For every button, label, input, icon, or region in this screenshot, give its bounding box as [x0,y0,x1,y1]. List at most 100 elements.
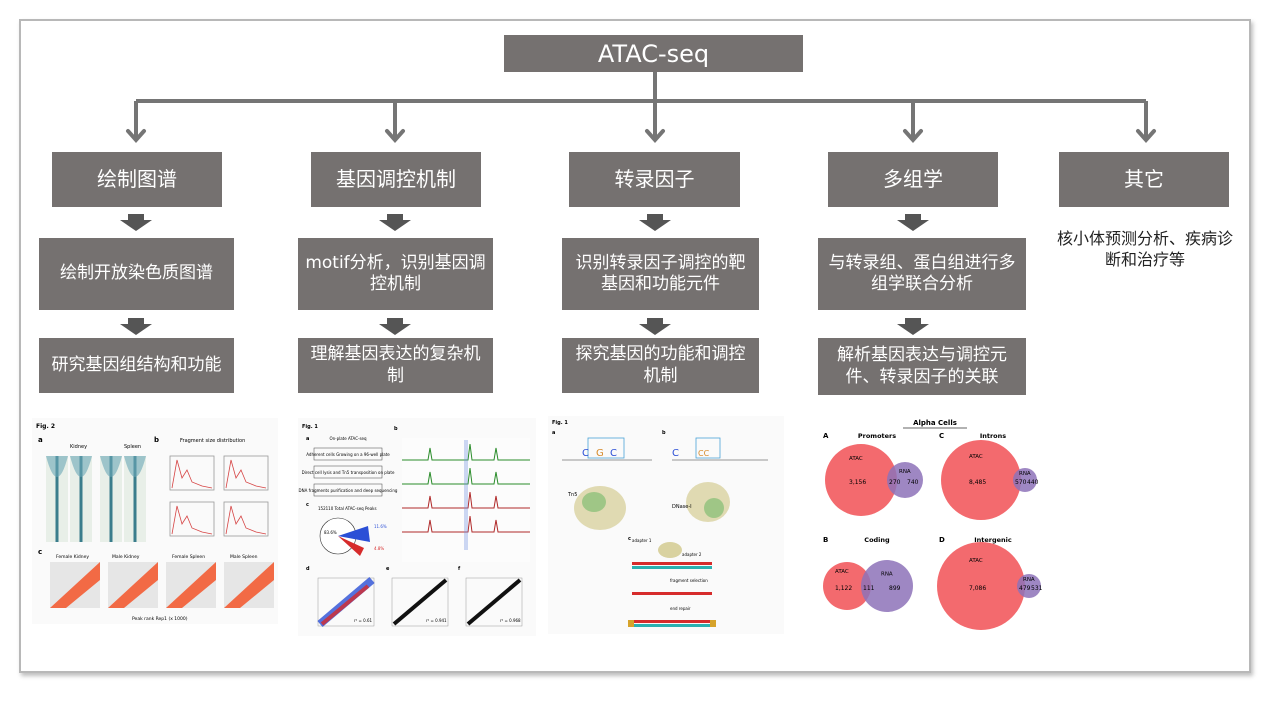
venn-atac-circle [823,562,871,610]
panel-letter: d [306,566,310,572]
svg-text:C: C [582,448,589,459]
scatter-title: Male Kidney [112,554,140,560]
panel-letter: C [939,432,944,440]
figure-label: Fig. 2 [36,423,55,430]
workflow-step: Adherent cells Growing on a 96-well plat… [306,452,390,457]
venn-atac-count: 8,485 [969,479,986,486]
step-text: 解析基因表达与调控元件、转录因子的关联 [837,345,1007,387]
venn-rna-label: RNA [1019,471,1031,477]
venn-shared-count: 270 [889,479,901,486]
protein-structures [574,482,730,530]
scatter-title: Male Spleen [230,554,258,560]
pie-label: 83.6% [324,530,337,535]
step-box: 识别转录因子调控的靶基因和功能元件 [562,238,759,310]
step-box: 绘制开放染色质图谱 [39,238,234,310]
root-title: ATAC-seq [597,39,710,68]
category-label: 绘制图谱 [97,167,177,191]
diagram-label: end repair [670,606,691,611]
workflow-step: On-plate ATAC-seq [329,436,367,441]
figure-thumb-3: Fig. 1 a b C G C C CC Tn5 DNase-I c [548,416,784,634]
venn-atac-circle [825,444,897,516]
root-title-box: ATAC-seq [504,35,803,72]
category-label: 转录因子 [614,167,695,191]
venn-atac-label: ATAC [969,454,983,460]
workflow-step: Direct cell lysis and Tn5 transposition … [302,470,395,475]
panel-letter: f [458,566,461,572]
venn-rna-circle [1017,574,1041,598]
venn-atac-label: ATAC [835,569,849,575]
venn-rna-label: RNA [1023,577,1035,583]
structure-label: Tn5 [567,492,577,498]
category-box-multiomics: 多组学 [828,152,998,207]
venn-rna-count: 740 [907,479,919,486]
panel-letter: b [662,430,666,436]
panel-letter: e [386,566,390,572]
heatmap-columns [46,456,146,542]
venn-rna-circle [887,462,923,498]
panel-letter: b [394,426,398,432]
category-box-mapping: 绘制图谱 [52,152,222,207]
venn-atac-count: 3,156 [849,479,866,486]
venn-atac-count: 1,122 [835,585,852,592]
venn-atac-label: ATAC [969,558,983,564]
panel-letter: D [939,536,945,544]
column-label: Spleen [124,444,141,450]
category-box-tf: 转录因子 [569,152,740,207]
panel-letter: c [628,536,631,542]
r2-label: r² = 0.941 [426,618,447,623]
scatter-xlabel: Peak rank Rep1 (x 1000) [132,616,188,622]
step-text: 研究基因组结构和功能 [51,354,222,375]
library-diagram [628,542,716,627]
r2-label: r² = 0.968 [500,618,521,623]
diagram-label: fragment selection [670,578,708,583]
genome-tracks [402,438,530,562]
category-box-other: 其它 [1059,152,1229,207]
peaks-title: 152110 Total ATAC-seq Peaks [318,506,377,511]
column-label: Kidney [70,444,87,450]
fragment-plots [169,455,269,537]
panel-letter: B [823,536,828,544]
venn-atac-circle [937,542,1025,630]
venn-atac-count: 7,086 [969,585,986,592]
venn-rna-label: RNA [899,469,911,475]
venn-shared-count: 479 [1019,585,1031,592]
figure-label: Fig. 1 [552,420,568,426]
venn-rna-count: 531 [1031,585,1043,592]
venn-panel-name: Introns [980,432,1006,440]
r2-label: r² = 0.61 [354,618,373,623]
step-text: 识别转录因子调控的靶基因和功能元件 [575,252,746,294]
step-text: 理解基因表达的复杂机制 [310,344,481,386]
venn-panel-name: Intergenic [974,536,1012,544]
venn-rna-label: RNA [881,572,893,578]
panel-letter: a [306,436,309,442]
category-box-regulation: 基因调控机制 [311,152,481,207]
correlation-plots [317,576,523,628]
step-box: 理解基因表达的复杂机制 [298,338,493,393]
panel-letter: a [552,430,555,436]
venn-title: Alpha Cells [913,419,957,427]
step-text: motif分析，识别基因调控机制 [305,252,486,294]
step-box: 研究基因组结构和功能 [39,338,234,393]
pie-label: 4.8% [374,546,384,551]
category-label: 多组学 [883,167,943,191]
venn-atac-label: ATAC [849,456,863,462]
category-label: 基因调控机制 [336,167,456,191]
other-note: 核小体预测分析、疾病诊断和治疗等 [1056,229,1233,269]
venn-rna-count: 440 [1027,479,1039,486]
scatter-title: Female Kidney [56,554,89,560]
step-box: 解析基因表达与调控元件、转录因子的关联 [818,338,1026,395]
venn-rna-circle [861,560,913,612]
step-box: motif分析，识别基因调控机制 [298,238,493,310]
svg-text:G: G [596,448,604,459]
figure-thumb-1: Fig. 2 a Kidney Spleen b Fragment size d… [32,418,278,624]
scatter-title: Female Spleen [172,554,205,560]
venn-rna-circle [1013,468,1037,492]
venn-atac-circle [941,440,1021,520]
panel-letter: c [38,548,42,556]
svg-text:C: C [672,448,679,459]
